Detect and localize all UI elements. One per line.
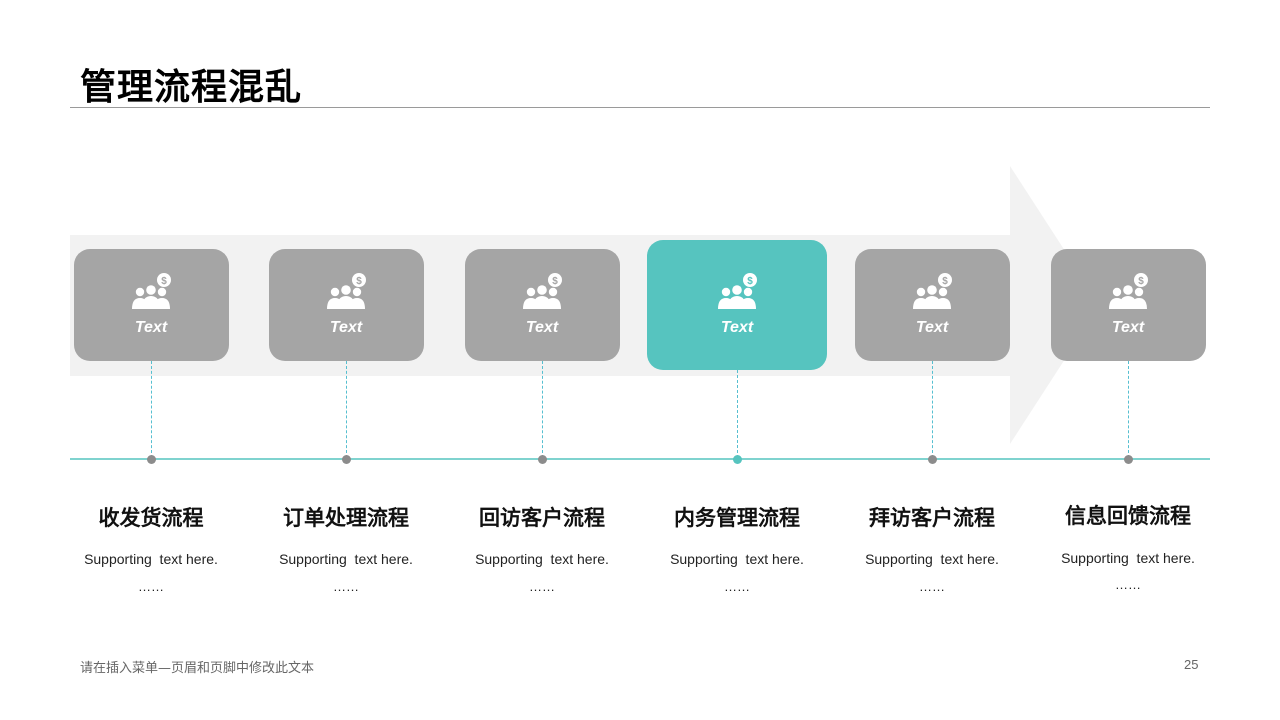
svg-text:$: $ — [552, 276, 558, 287]
step-connector — [151, 361, 152, 458]
step-ellipsis: …… — [333, 579, 359, 594]
step-card-label: Text — [329, 319, 363, 336]
step-card-label: Text — [134, 319, 168, 336]
step-card-label: Text — [1111, 319, 1145, 336]
timeline-line — [70, 458, 1210, 460]
step-card-label: Text — [915, 319, 949, 336]
step-card[interactable]: $ Text — [647, 240, 827, 370]
title-divider — [70, 107, 1210, 108]
step-card-label: Text — [525, 319, 559, 336]
step-connector — [1128, 361, 1129, 458]
step-title: 回访客户流程 — [479, 506, 605, 530]
step-ellipsis: …… — [919, 579, 945, 594]
step-ellipsis: …… — [529, 579, 555, 594]
people-dollar-icon: $ — [132, 273, 171, 309]
step-title: 信息回馈流程 — [1065, 504, 1191, 528]
step-title: 内务管理流程 — [674, 506, 800, 530]
step-subtitle: Supporting text here. — [1061, 550, 1195, 566]
page-number: 25 — [1184, 657, 1199, 672]
step-connector — [346, 361, 347, 458]
step-card[interactable]: $ Text — [1050, 249, 1206, 361]
svg-text:$: $ — [1138, 276, 1144, 287]
step-card-label: Text — [720, 319, 754, 336]
step-card[interactable]: $ Text — [73, 249, 229, 361]
step-connector — [932, 361, 933, 458]
footer-note: 请在插入菜单—页眉和页脚中修改此文本 — [80, 661, 315, 676]
svg-text:$: $ — [942, 276, 948, 287]
step-subtitle: Supporting text here. — [279, 551, 413, 567]
step-ellipsis: …… — [724, 579, 750, 594]
step-subtitle: Supporting text here. — [670, 551, 804, 567]
timeline-dot — [537, 454, 547, 464]
people-dollar-icon: $ — [327, 273, 366, 309]
page-title: 管理流程混乱 — [80, 67, 303, 108]
step-title: 收发货流程 — [98, 506, 204, 530]
step-card[interactable]: $ Text — [268, 249, 424, 361]
svg-text:$: $ — [161, 276, 167, 287]
step-title: 订单处理流程 — [283, 506, 409, 530]
step-ellipsis: …… — [1115, 577, 1141, 592]
step-subtitle: Supporting text here. — [865, 551, 999, 567]
timeline-dot — [146, 454, 156, 464]
step-card[interactable]: $ Text — [464, 249, 620, 361]
step-connector — [737, 370, 738, 458]
timeline-dot — [341, 454, 351, 464]
people-dollar-icon: $ — [523, 273, 562, 309]
step-subtitle: Supporting text here. — [84, 551, 218, 567]
people-dollar-icon: $ — [913, 273, 952, 309]
timeline-dot — [1123, 454, 1133, 464]
timeline-dot — [927, 454, 937, 464]
step-title: 拜访客户流程 — [869, 506, 995, 530]
step-subtitle: Supporting text here. — [475, 551, 609, 567]
svg-text:$: $ — [356, 276, 362, 287]
step-connector — [542, 361, 543, 458]
svg-text:$: $ — [747, 276, 753, 287]
people-dollar-icon: $ — [1109, 273, 1148, 309]
people-dollar-icon: $ — [718, 273, 757, 309]
step-card[interactable]: $ Text — [854, 249, 1010, 361]
timeline-dot — [732, 454, 742, 464]
step-ellipsis: …… — [138, 579, 164, 594]
